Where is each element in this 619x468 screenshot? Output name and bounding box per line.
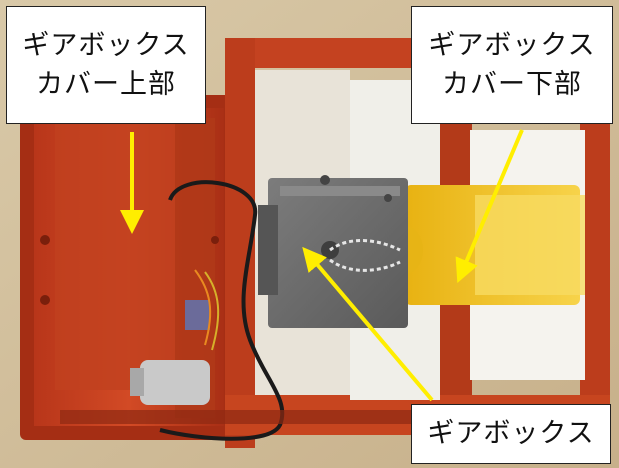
callout-upper-cover: ギアボックス カバー上部 [6, 6, 206, 124]
callout-upper-line1: ギアボックス [22, 29, 190, 61]
callout-lower-cover: ギアボックス カバー下部 [411, 6, 613, 124]
callout-gearbox-line1: ギアボックス [427, 418, 595, 450]
arrow-lower-cover [455, 129, 524, 284]
gray-gearbox [258, 175, 408, 328]
small-motor [130, 269, 220, 405]
callout-gearbox: ギアボックス [411, 404, 611, 464]
yellow-gear-part [387, 185, 585, 305]
callout-upper-line2: カバー上部 [36, 69, 176, 100]
arrow-gearbox [302, 246, 434, 402]
black-cable [159, 180, 285, 441]
bottom-strip [60, 410, 440, 424]
callout-lower-line1: ギアボックス [428, 29, 596, 61]
callout-lower-line2: カバー下部 [442, 69, 582, 100]
